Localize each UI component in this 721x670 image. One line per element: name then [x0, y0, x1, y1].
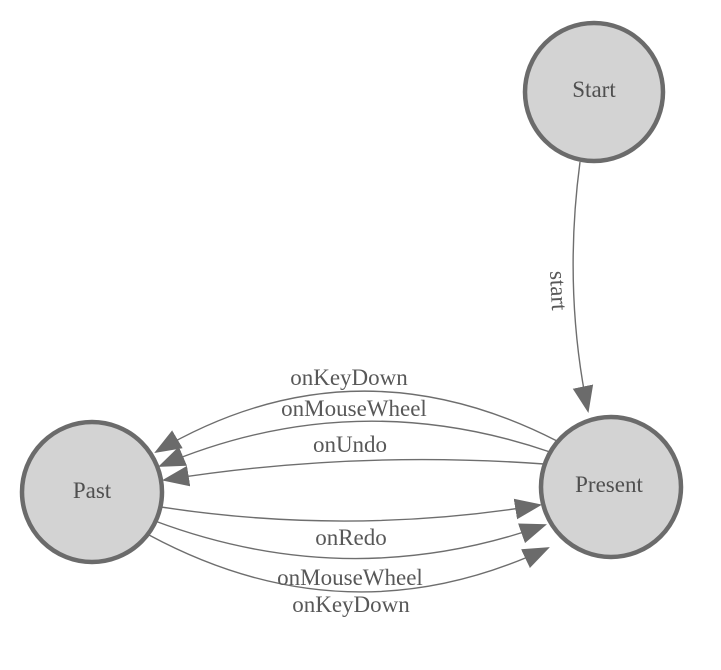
transition-present-to-past-onundo[interactable] [161, 458, 545, 487]
state-node-past[interactable]: Past [19, 419, 165, 565]
transition-label-start: start [545, 270, 572, 311]
transition-label-onmousewheel-top: onMouseWheel [281, 396, 427, 421]
transition-label-onmousewheel-bottom: onMouseWheel [277, 565, 423, 590]
transition-label-onredo: onRedo [315, 525, 387, 550]
transition-past-to-present-onkeydown[interactable] [148, 534, 550, 593]
state-node-present[interactable]: Present [538, 414, 684, 560]
transition-present-to-past-onkeydown[interactable] [154, 390, 558, 454]
state-node-start[interactable]: Start [522, 20, 666, 164]
transition-past-to-present-onredo[interactable] [160, 498, 543, 522]
state-circle-start[interactable] [522, 20, 666, 164]
transition-past-to-present-onmousewheel[interactable] [154, 520, 547, 560]
transition-label-onkeydown-bottom: onKeyDown [292, 592, 410, 617]
state-circle-present[interactable] [538, 414, 684, 560]
transition-label-onundo: onUndo [313, 432, 387, 457]
transition-start-to-present[interactable] [572, 161, 594, 414]
transition-label-onkeydown-top: onKeyDown [290, 365, 408, 390]
state-circle-past[interactable] [19, 419, 165, 565]
transition-present-to-past-onmousewheel[interactable] [158, 420, 551, 467]
